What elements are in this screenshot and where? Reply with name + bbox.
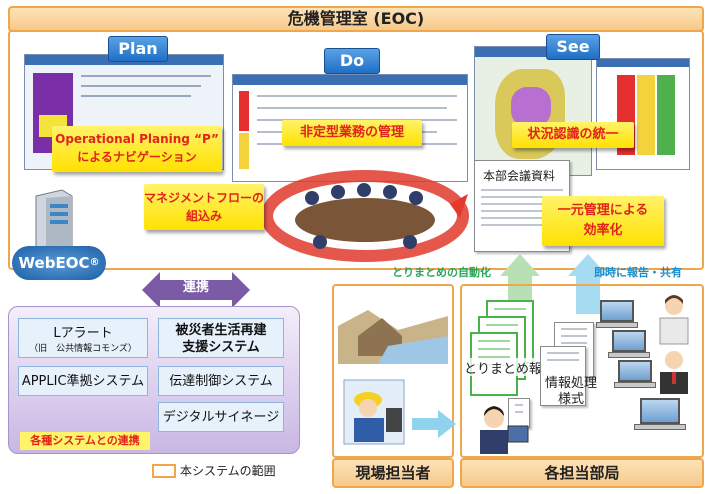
applic-box[interactable]: APPLIC準拠システム <box>18 366 148 396</box>
eoc-title: 危機管理室 (EOC) <box>287 9 425 28</box>
integration-label: 各種システムとの連携 <box>20 432 150 450</box>
laptop-base-2 <box>608 352 650 358</box>
laptop-base-4 <box>634 424 686 430</box>
operational-planning-callout: Operational Planing “P” によるナビゲーション <box>52 126 222 172</box>
transmission-label: 伝達制御システム <box>169 374 273 389</box>
auto-compile-label: とりまとめの自動化 <box>392 266 491 279</box>
victim-support-line1: 被災者生活再建 <box>175 323 267 338</box>
field-worker-icon <box>343 379 405 445</box>
field-label: 現場担当者 <box>355 464 431 482</box>
l-alert-box[interactable]: Lアラート （旧 公共情報コモンズ） <box>18 318 148 358</box>
laptop-icon-1 <box>600 300 634 322</box>
signage-label: デジタルサイネージ <box>162 410 280 425</box>
mgmt-flow-line2: 組込み <box>185 209 222 223</box>
departments-band: 各担当部局 <box>460 458 704 488</box>
situation-text: 状況認識の統一 <box>527 127 619 142</box>
operational-line2: によるナビゲーション <box>77 150 197 164</box>
see-tab[interactable]: See <box>546 34 600 60</box>
legend-label: 本システムの範囲 <box>180 464 276 478</box>
unified-line2: 効率化 <box>583 223 623 238</box>
disaster-scene-illustration <box>338 310 448 364</box>
see-table-screen <box>596 58 690 170</box>
send-arrow <box>412 410 456 438</box>
link-label: 連携 <box>182 280 209 295</box>
l-alert-sub: （旧 公共情報コモンズ） <box>29 344 137 354</box>
office-worker-icon <box>659 295 689 345</box>
unified-line1: 一元管理による <box>557 203 649 218</box>
atypical-mgmt-callout: 非定型業務の管理 <box>282 120 422 146</box>
instant-report-label: 即時に報告・共有 <box>594 266 682 279</box>
operator-icon <box>480 406 529 454</box>
meeting-doc-title: 本部会議資料 <box>483 169 556 183</box>
plan-tab[interactable]: Plan <box>108 36 168 62</box>
laptop-icon-3 <box>618 360 652 382</box>
laptop-icon-2 <box>612 330 646 352</box>
laptop-icon-4 <box>640 398 680 424</box>
link-arrow <box>142 272 250 308</box>
mgmt-flow-line1: マネジメントフローの <box>144 191 265 205</box>
see-map-screen <box>474 46 592 176</box>
signage-box[interactable]: デジタルサイネージ <box>158 402 284 432</box>
legend-swatch <box>152 464 176 478</box>
do-label: Do <box>339 51 365 70</box>
eoc-title-band: 危機管理室 (EOC) <box>8 6 704 32</box>
situation-callout: 状況認識の統一 <box>512 122 634 148</box>
laptop-base-3 <box>614 382 656 388</box>
webeoc-reg: ® <box>89 257 100 268</box>
compile-report-label: とりまとめ報 <box>464 358 554 377</box>
see-label: See <box>556 37 590 56</box>
info-format-label: 情報処理 様式 <box>536 376 606 412</box>
manager-icon <box>660 351 688 394</box>
meeting-illustration <box>261 170 469 262</box>
webeoc-label: WebEOC <box>18 254 90 272</box>
info-format-line2: 様式 <box>557 392 584 407</box>
format-doc-front <box>540 346 586 406</box>
operational-line1: Operational Planing “P” <box>55 132 219 146</box>
info-format-line1: 情報処理 <box>544 376 597 391</box>
departments-frame <box>460 284 704 458</box>
server-icon <box>35 189 73 259</box>
victim-support-line2: 支援システム <box>182 340 260 355</box>
applic-label: APPLIC準拠システム <box>21 374 145 389</box>
do-tab[interactable]: Do <box>324 48 380 74</box>
field-band: 現場担当者 <box>332 458 454 488</box>
mgmt-flow-callout: マネジメントフローの 組込み <box>144 184 264 230</box>
transmission-box[interactable]: 伝達制御システム <box>158 366 284 396</box>
departments-label: 各担当部局 <box>544 464 620 482</box>
webeoc-badge: WebEOC® <box>12 246 106 280</box>
laptop-base-1 <box>596 322 638 328</box>
victim-support-box[interactable]: 被災者生活再建 支援システム <box>158 318 284 358</box>
l-alert-label: Lアラート <box>53 326 113 341</box>
field-frame <box>332 284 454 458</box>
unified-callout: 一元管理による 効率化 <box>542 196 664 246</box>
plan-label: Plan <box>118 39 158 58</box>
atypical-mgmt-text: 非定型業務の管理 <box>299 125 404 140</box>
